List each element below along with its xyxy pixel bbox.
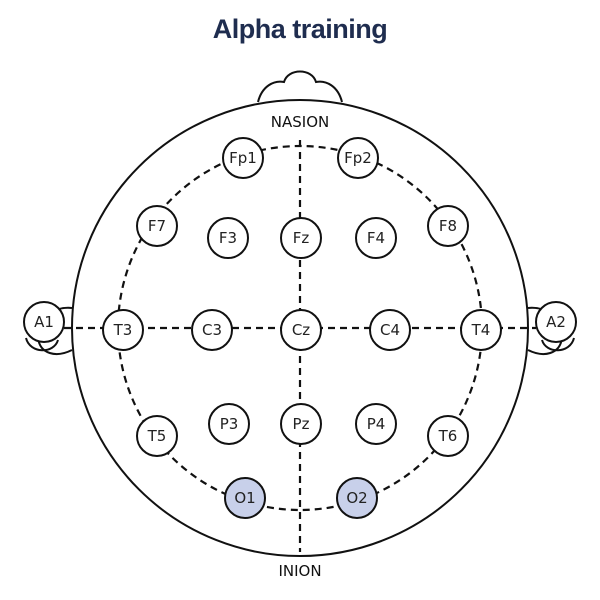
electrode-p3-circle <box>208 403 250 445</box>
electrode-a2-circle <box>535 301 577 343</box>
diagram-title: Alpha training <box>212 14 388 44</box>
electrode-c4-circle <box>369 309 411 351</box>
electrode-cz-label: Cz <box>292 321 310 339</box>
electrode-f3-label: F3 <box>219 229 237 247</box>
electrode-f8-circle <box>427 205 469 247</box>
electrode-o1-circle <box>224 477 266 519</box>
electrode-f7-circle <box>136 205 178 247</box>
electrode-f4: F4 <box>355 217 397 259</box>
electrode-o1-label: O1 <box>234 489 255 507</box>
electrode-a1-label: A1 <box>34 313 54 331</box>
inion-label: INION <box>278 562 321 580</box>
electrode-t3-circle <box>102 309 144 351</box>
left-ear-lobe <box>25 337 59 352</box>
electrode-a1: A1 <box>23 301 65 343</box>
electrode-c4: C4 <box>369 309 411 351</box>
electrode-a1-circle <box>23 301 65 343</box>
electrode-fz: Fz <box>280 217 322 259</box>
electrode-fp2-label: Fp2 <box>344 149 372 167</box>
electrode-t4-label: T4 <box>471 321 491 339</box>
electrode-t5-circle <box>136 415 178 457</box>
electrode-c3-circle <box>191 309 233 351</box>
electrode-c3-label: C3 <box>202 321 222 339</box>
electrode-c3: C3 <box>191 309 233 351</box>
electrode-cz: Cz <box>280 309 322 351</box>
electrode-t6-circle <box>427 415 469 457</box>
electrode-fz-circle <box>280 217 322 259</box>
electrode-pz-circle <box>280 403 322 445</box>
electrode-p3-label: P3 <box>220 415 239 433</box>
electrode-t6-label: T6 <box>438 427 458 445</box>
electrode-p4: P4 <box>355 403 397 445</box>
electrode-c4-label: C4 <box>380 321 400 339</box>
electrode-t3: T3 <box>102 309 144 351</box>
head-outline <box>71 99 529 557</box>
right-ear-lobe <box>541 337 575 352</box>
electrode-fp2: Fp2 <box>337 137 379 179</box>
electrode-pz: Pz <box>280 403 322 445</box>
electrode-f7-label: F7 <box>148 217 166 235</box>
electrode-fp1-circle <box>222 137 264 179</box>
electrode-t3-label: T3 <box>113 321 133 339</box>
electrode-cz-circle <box>280 309 322 351</box>
electrode-f8-label: F8 <box>439 217 457 235</box>
electrode-a2: A2 <box>535 301 577 343</box>
electrode-fp2-circle <box>337 137 379 179</box>
electrode-p3: P3 <box>208 403 250 445</box>
nose-shape <box>257 70 343 103</box>
electrode-f7: F7 <box>136 205 178 247</box>
electrode-p4-circle <box>355 403 397 445</box>
electrode-f3-circle <box>207 217 249 259</box>
nasion-label: NASION <box>271 113 329 131</box>
electrode-o2: O2 <box>336 477 378 519</box>
electrode-t4: T4 <box>460 309 502 351</box>
electrode-o2-label: O2 <box>346 489 367 507</box>
electrode-f4-circle <box>355 217 397 259</box>
inion-label-bg <box>272 558 328 582</box>
electrode-fz-label: Fz <box>293 229 310 247</box>
electrode-fp1: Fp1 <box>222 137 264 179</box>
electrode-f8: F8 <box>427 205 469 247</box>
electrode-fp1-label: Fp1 <box>229 149 257 167</box>
electrode-f3: F3 <box>207 217 249 259</box>
electrode-t5-label: T5 <box>147 427 167 445</box>
electrode-t5: T5 <box>136 415 178 457</box>
electrode-p4-label: P4 <box>367 415 386 433</box>
electrode-a2-label: A2 <box>546 313 566 331</box>
electrode-t6: T6 <box>427 415 469 457</box>
electrode-o1: O1 <box>224 477 266 519</box>
electrode-t4-circle <box>460 309 502 351</box>
nasion-label-bg <box>264 110 336 134</box>
electrode-pz-label: Pz <box>293 415 310 433</box>
electrode-o2-circle <box>336 477 378 519</box>
electrode-f4-label: F4 <box>367 229 385 247</box>
